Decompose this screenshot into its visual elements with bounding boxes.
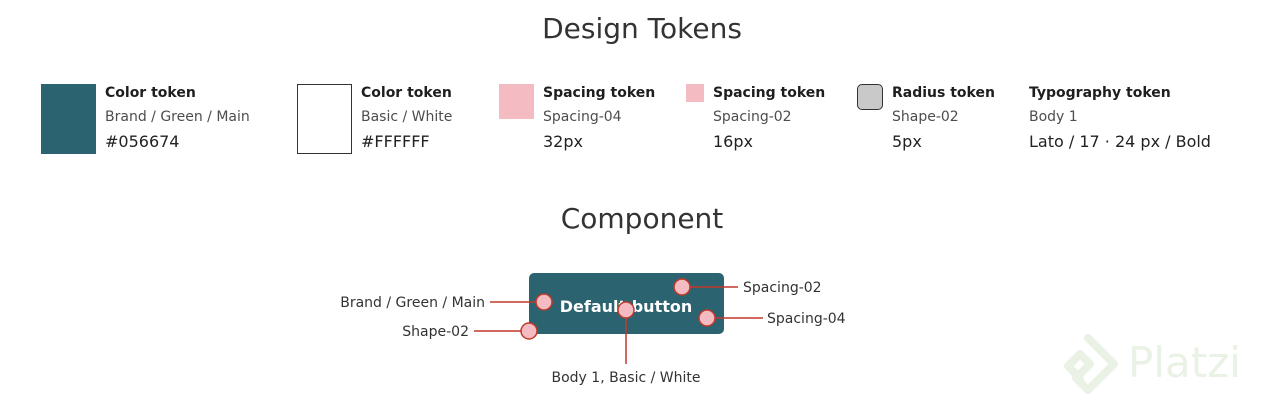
- token-value: #056674: [105, 132, 180, 151]
- spacing-swatch-02: [686, 84, 704, 102]
- token-title: Radius token: [892, 85, 995, 101]
- callout-label-spacing-02: Spacing-02: [743, 280, 822, 296]
- token-value: Lato / 17 · 24 px / Bold: [1029, 132, 1211, 151]
- token-subtitle: Spacing-04: [543, 109, 622, 125]
- token-title: Spacing token: [543, 85, 656, 101]
- color-swatch-white: [297, 84, 352, 154]
- color-swatch-brand-green: [41, 84, 96, 154]
- callout-marker-typography: [617, 301, 635, 319]
- callout-marker-spacing-04: [698, 309, 716, 327]
- token-subtitle: Basic / White: [361, 109, 453, 125]
- callout-label-color: Brand / Green / Main: [340, 295, 485, 311]
- token-value: #FFFFFF: [361, 132, 430, 151]
- callout-marker-color: [535, 293, 553, 311]
- callout-label-typography: Body 1, Basic / White: [552, 370, 701, 386]
- spacing-swatch-04: [499, 84, 534, 119]
- token-subtitle: Brand / Green / Main: [105, 109, 250, 125]
- token-title: Typography token: [1029, 85, 1171, 101]
- callout-marker-spacing-02: [673, 278, 691, 296]
- token-subtitle: Shape-02: [892, 109, 959, 125]
- platzi-watermark: Platzi: [1058, 332, 1278, 402]
- token-title: Color token: [105, 85, 196, 101]
- callout-label-shape: Shape-02: [402, 324, 469, 340]
- token-subtitle: Spacing-02: [713, 109, 792, 125]
- token-title: Spacing token: [713, 85, 826, 101]
- callout-marker-shape: [520, 322, 538, 340]
- platzi-logo-icon: [1064, 334, 1118, 394]
- component-title: Component: [560, 202, 724, 235]
- token-subtitle: Body 1: [1029, 109, 1078, 125]
- token-value: 5px: [892, 132, 922, 151]
- token-value: 32px: [543, 132, 583, 151]
- design-tokens-title: Design Tokens: [542, 12, 742, 45]
- token-title: Color token: [361, 85, 452, 101]
- callout-label-spacing-04: Spacing-04: [767, 311, 846, 327]
- platzi-watermark-text: Platzi: [1128, 338, 1241, 387]
- token-value: 16px: [713, 132, 753, 151]
- radius-swatch: [857, 84, 883, 110]
